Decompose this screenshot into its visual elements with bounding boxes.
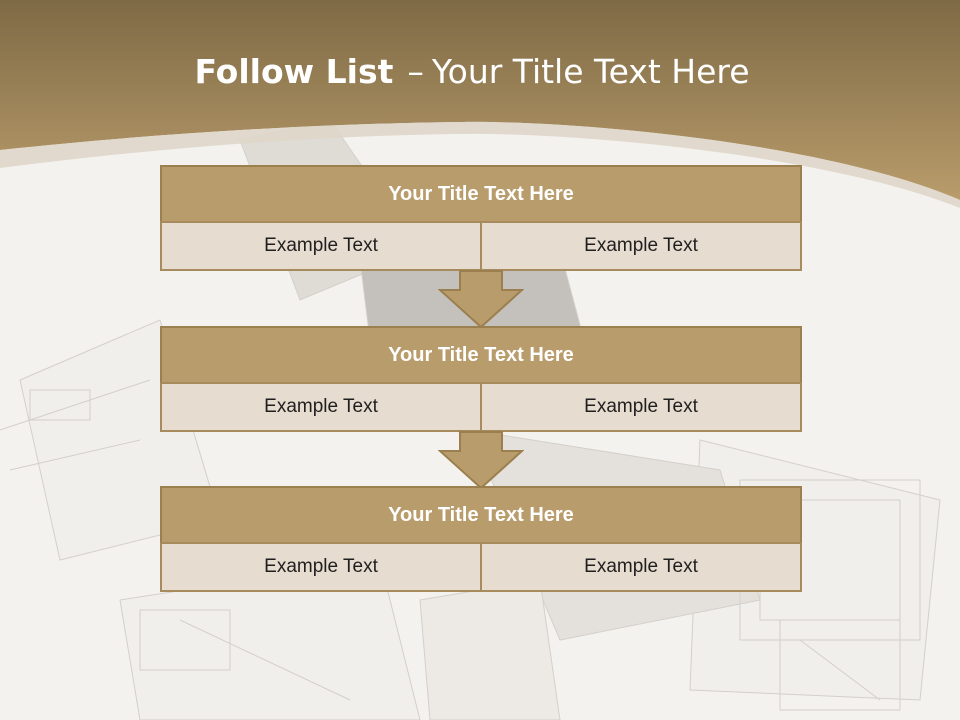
block-row: Example Text Example Text: [160, 382, 802, 432]
block-cell-left: Example Text: [160, 382, 482, 432]
list-block-1: Your Title Text Here Example Text Exampl…: [160, 165, 802, 271]
block-cell-right: Example Text: [480, 542, 802, 592]
down-arrow-icon: [438, 431, 524, 489]
block-cell-right: Example Text: [480, 221, 802, 271]
list-block-3: Your Title Text Here Example Text Exampl…: [160, 486, 802, 592]
block-title: Your Title Text Here: [160, 326, 802, 384]
block-title: Your Title Text Here: [160, 165, 802, 223]
list-block-2: Your Title Text Here Example Text Exampl…: [160, 326, 802, 432]
block-cell-right: Example Text: [480, 382, 802, 432]
title-separator: –: [407, 52, 424, 91]
slide-title-rest: Your Title Text Here: [431, 52, 750, 91]
block-row: Example Text Example Text: [160, 221, 802, 271]
slide-title-bold: Follow List: [194, 52, 394, 91]
block-title: Your Title Text Here: [160, 486, 802, 544]
slide-title: Follow List–Your Title Text Here: [0, 52, 944, 91]
block-cell-left: Example Text: [160, 221, 482, 271]
block-cell-left: Example Text: [160, 542, 482, 592]
block-row: Example Text Example Text: [160, 542, 802, 592]
down-arrow-icon: [438, 270, 524, 328]
